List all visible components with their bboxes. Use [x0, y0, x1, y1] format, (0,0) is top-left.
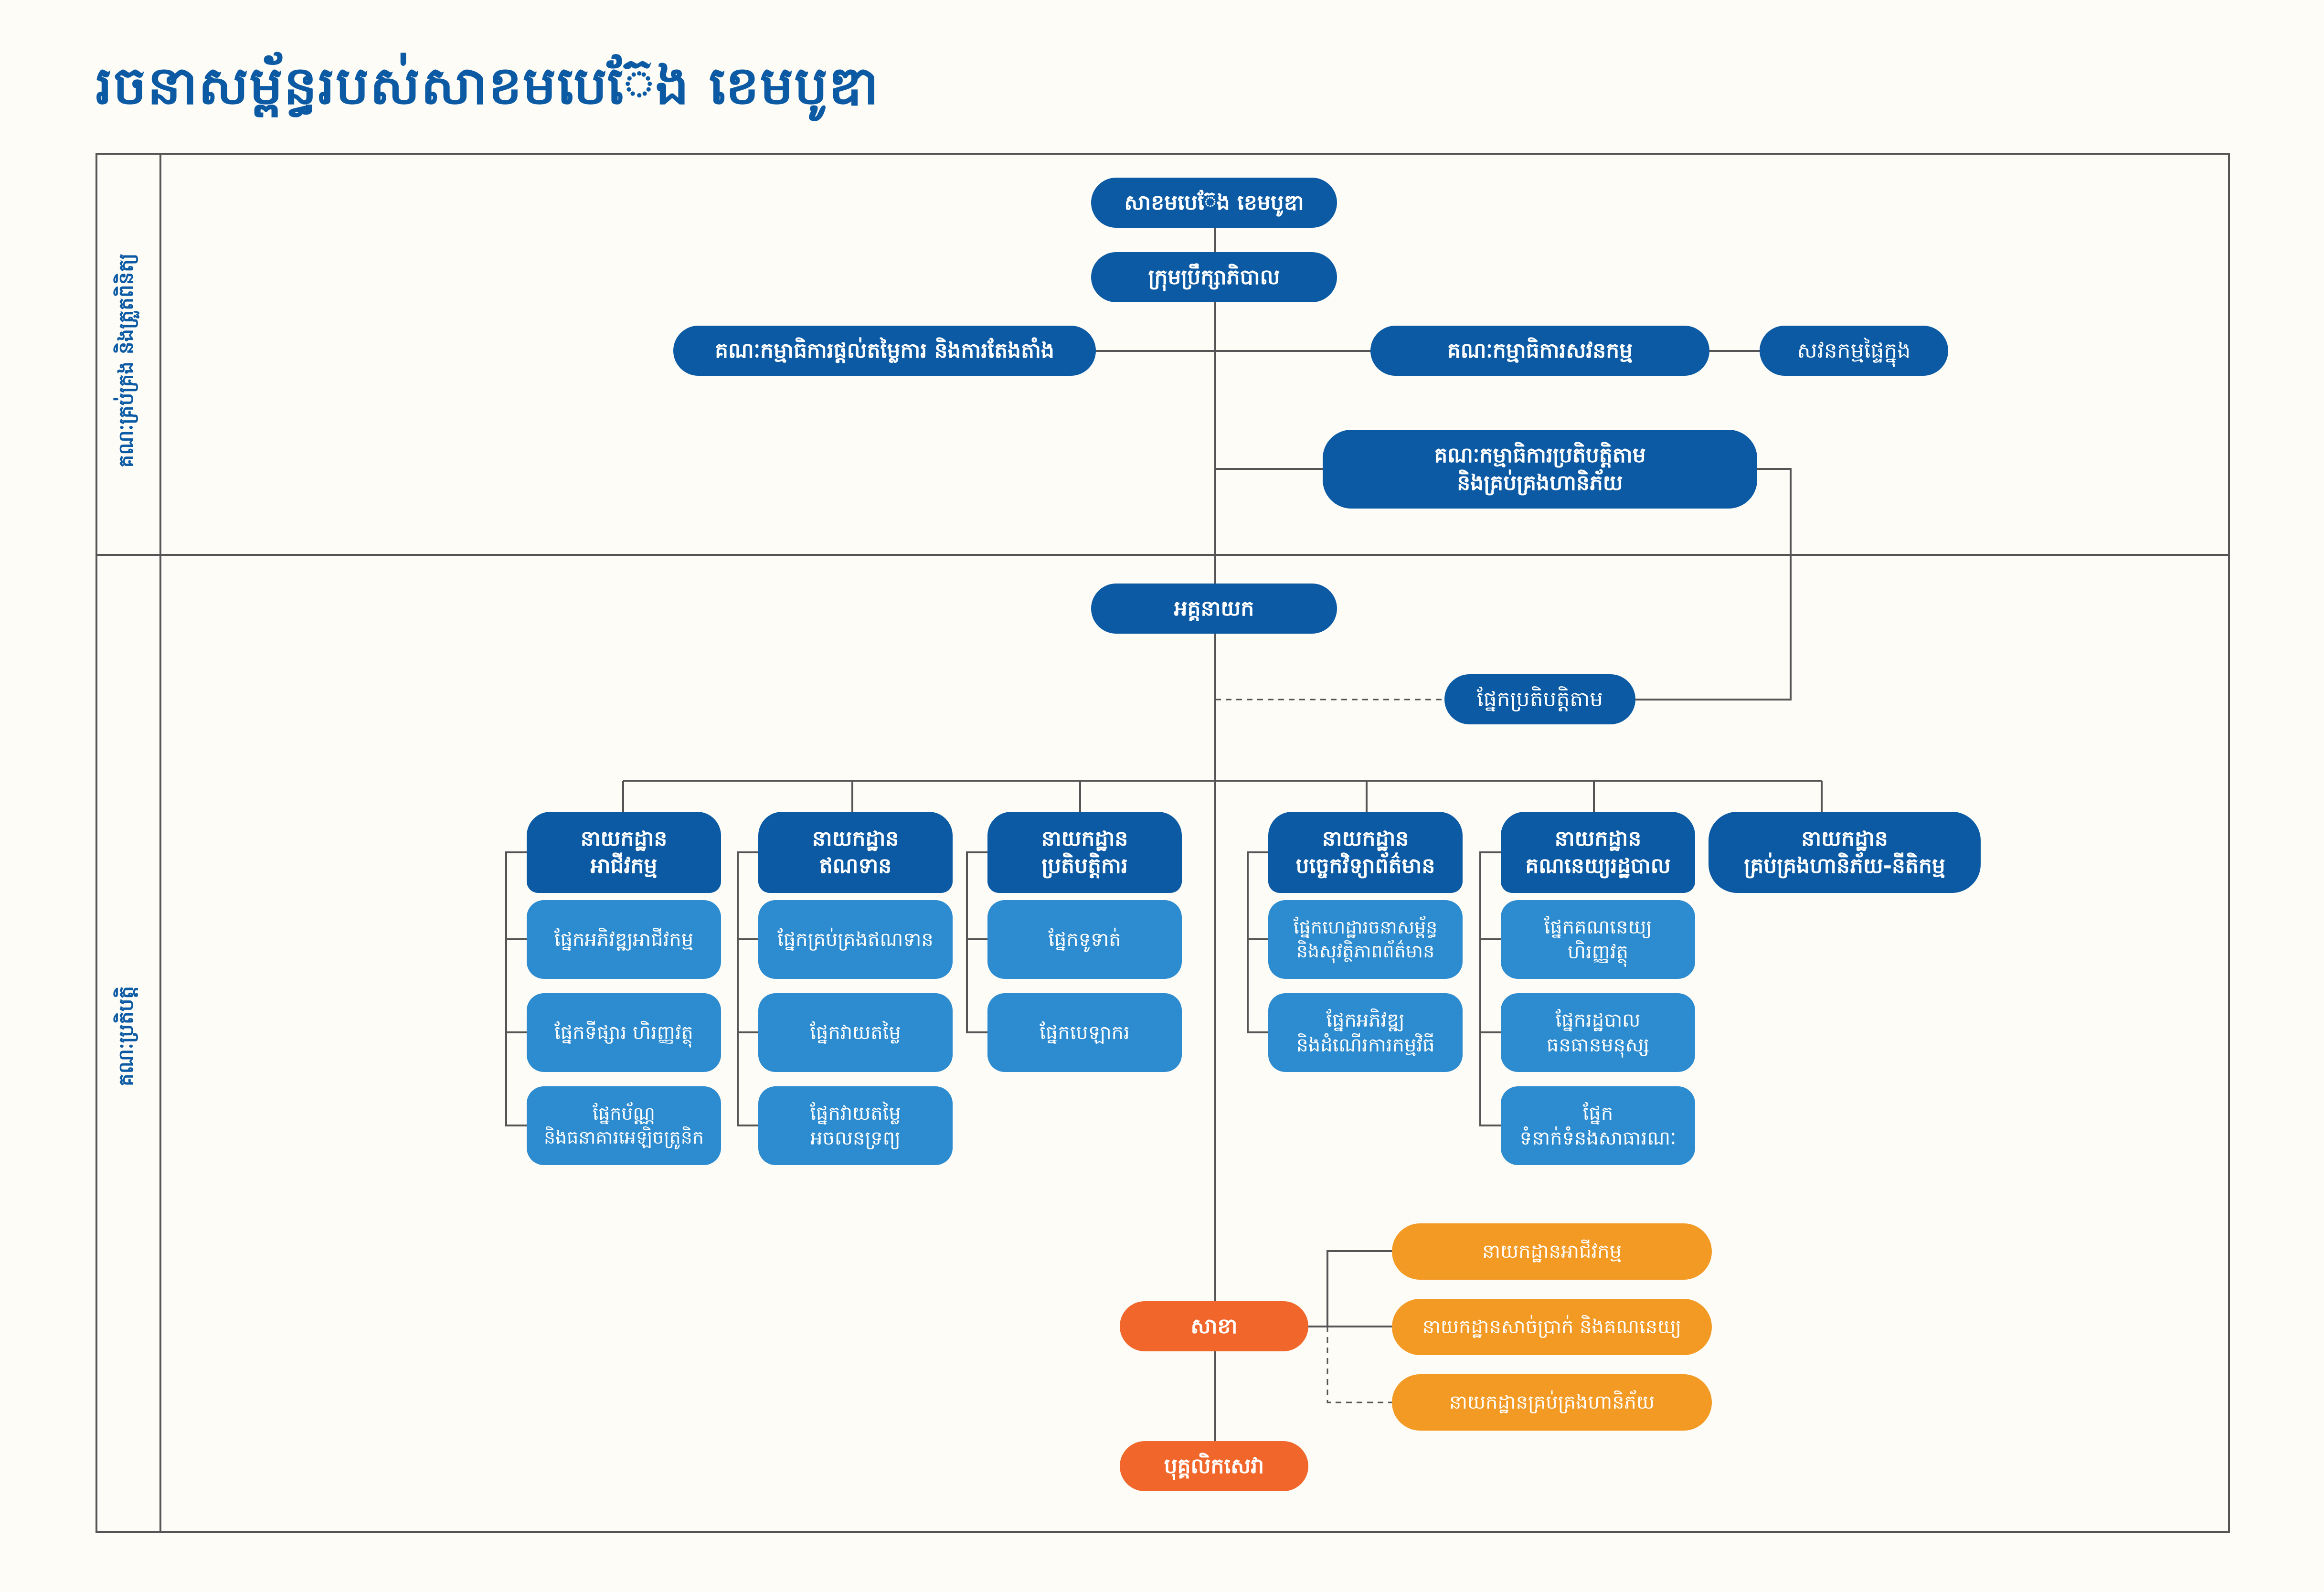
nomination-committee-node: គណៈកម្មាធិការផ្តល់តម្លៃការ និងការតែងតាំង [673, 326, 1096, 376]
unit-property-appraisal: ផ្នែកវាយតម្លៃ អចលនទ្រព្យ [758, 1086, 953, 1165]
unit-public-relations: ផ្នែក ទំនាក់ទំនងសាធារណៈ [1501, 1086, 1695, 1165]
compliance-node: ផ្នែកប្រតិបត្តិតាម [1444, 674, 1635, 724]
audit-committee-node: គណៈកម្មាធិការសវនកម្ម [1370, 326, 1709, 376]
page-title: រចនាសម្ព័ន្ធរបស់សាខមបេ៊ែង ខេមបូឌា [96, 55, 880, 116]
department-head-credit: នាយកដ្ឋាន ឥណទាន [758, 812, 953, 893]
board-node: ក្រុមប្រឹក្សាភិបាល [1091, 252, 1337, 302]
branch-dept-risk: នាយកដ្ឋានគ្រប់គ្រងហានិភ័យ [1392, 1374, 1712, 1431]
branch-node: សាខា [1120, 1301, 1308, 1351]
internal-audit-node: សវនកម្មផ្ទៃក្នុង [1760, 326, 1948, 376]
department-head-business: នាយកដ្ឋាន អាជីវកម្ម [527, 812, 721, 893]
unit-cards-ebanking: ផ្នែកប័ណ្ណ និងធនាគារអេឡិចត្រូនិក [527, 1086, 721, 1165]
branch-dept-cash-accounting: នាយកដ្ឋានសាច់ប្រាក់ និងគណនេយ្យ [1392, 1299, 1712, 1355]
unit-infrastructure-security: ផ្នែកហេដ្ឋារចនាសម្ព័ន្ធ និងសុវត្ថិភាពព័ត… [1268, 900, 1463, 979]
risk-committee-node: គណៈកម្មាធិការប្រតិបត្តិតាម និងគ្រប់គ្រងហ… [1323, 430, 1757, 509]
ceo-node: អគ្គនាយក [1091, 584, 1337, 634]
unit-admin-hr: ផ្នែករដ្ឋបាល ធនធានមនុស្ស [1501, 993, 1695, 1072]
company-node: សាខមបេ៊ែង ខេមបូឌា [1091, 178, 1337, 228]
unit-payments: ផ្នែកទូទាត់ [987, 900, 1182, 979]
unit-tellers: ផ្នែកបេឡាករ [987, 993, 1182, 1072]
band-row-divider [96, 554, 2230, 556]
unit-business-development: ផ្នែកអភិវឌ្ឍអាជីវកម្ម [527, 900, 721, 979]
department-head-it: នាយកដ្ឋាន បច្ចេកវិទ្យាព័ត៌មាន [1268, 812, 1463, 893]
chart-frame [96, 153, 2230, 1533]
department-head-risk-legal: នាយកដ្ឋាន គ្រប់គ្រងហានិភ័យ-នីតិកម្ម [1709, 812, 1981, 893]
band-column-divider [159, 153, 161, 1533]
unit-financial-marketing: ផ្នែកទីផ្សារ ហិរញ្ញវត្ថុ [527, 993, 721, 1072]
service-officer-node: បុគ្គលិកសេវា [1120, 1441, 1308, 1491]
department-head-operations: នាយកដ្ឋាន ប្រតិបត្តិការ [987, 812, 1182, 893]
unit-credit-management: ផ្នែកគ្រប់គ្រងឥណទាន [758, 900, 953, 979]
unit-financial-accounting: ផ្នែកគណនេយ្យ ហិរញ្ញវត្ថុ [1501, 900, 1695, 979]
branch-dept-business: នាយកដ្ឋានអាជីវកម្ម [1392, 1223, 1712, 1280]
department-head-accounting-admin: នាយកដ្ឋាន គណនេយ្យរដ្ឋបាល [1501, 812, 1695, 893]
unit-software-development: ផ្នែកអភិវឌ្ឍ និងដំណើរការកម្មវិធី [1268, 993, 1463, 1072]
unit-appraisal: ផ្នែកវាយតម្លៃ [758, 993, 953, 1072]
